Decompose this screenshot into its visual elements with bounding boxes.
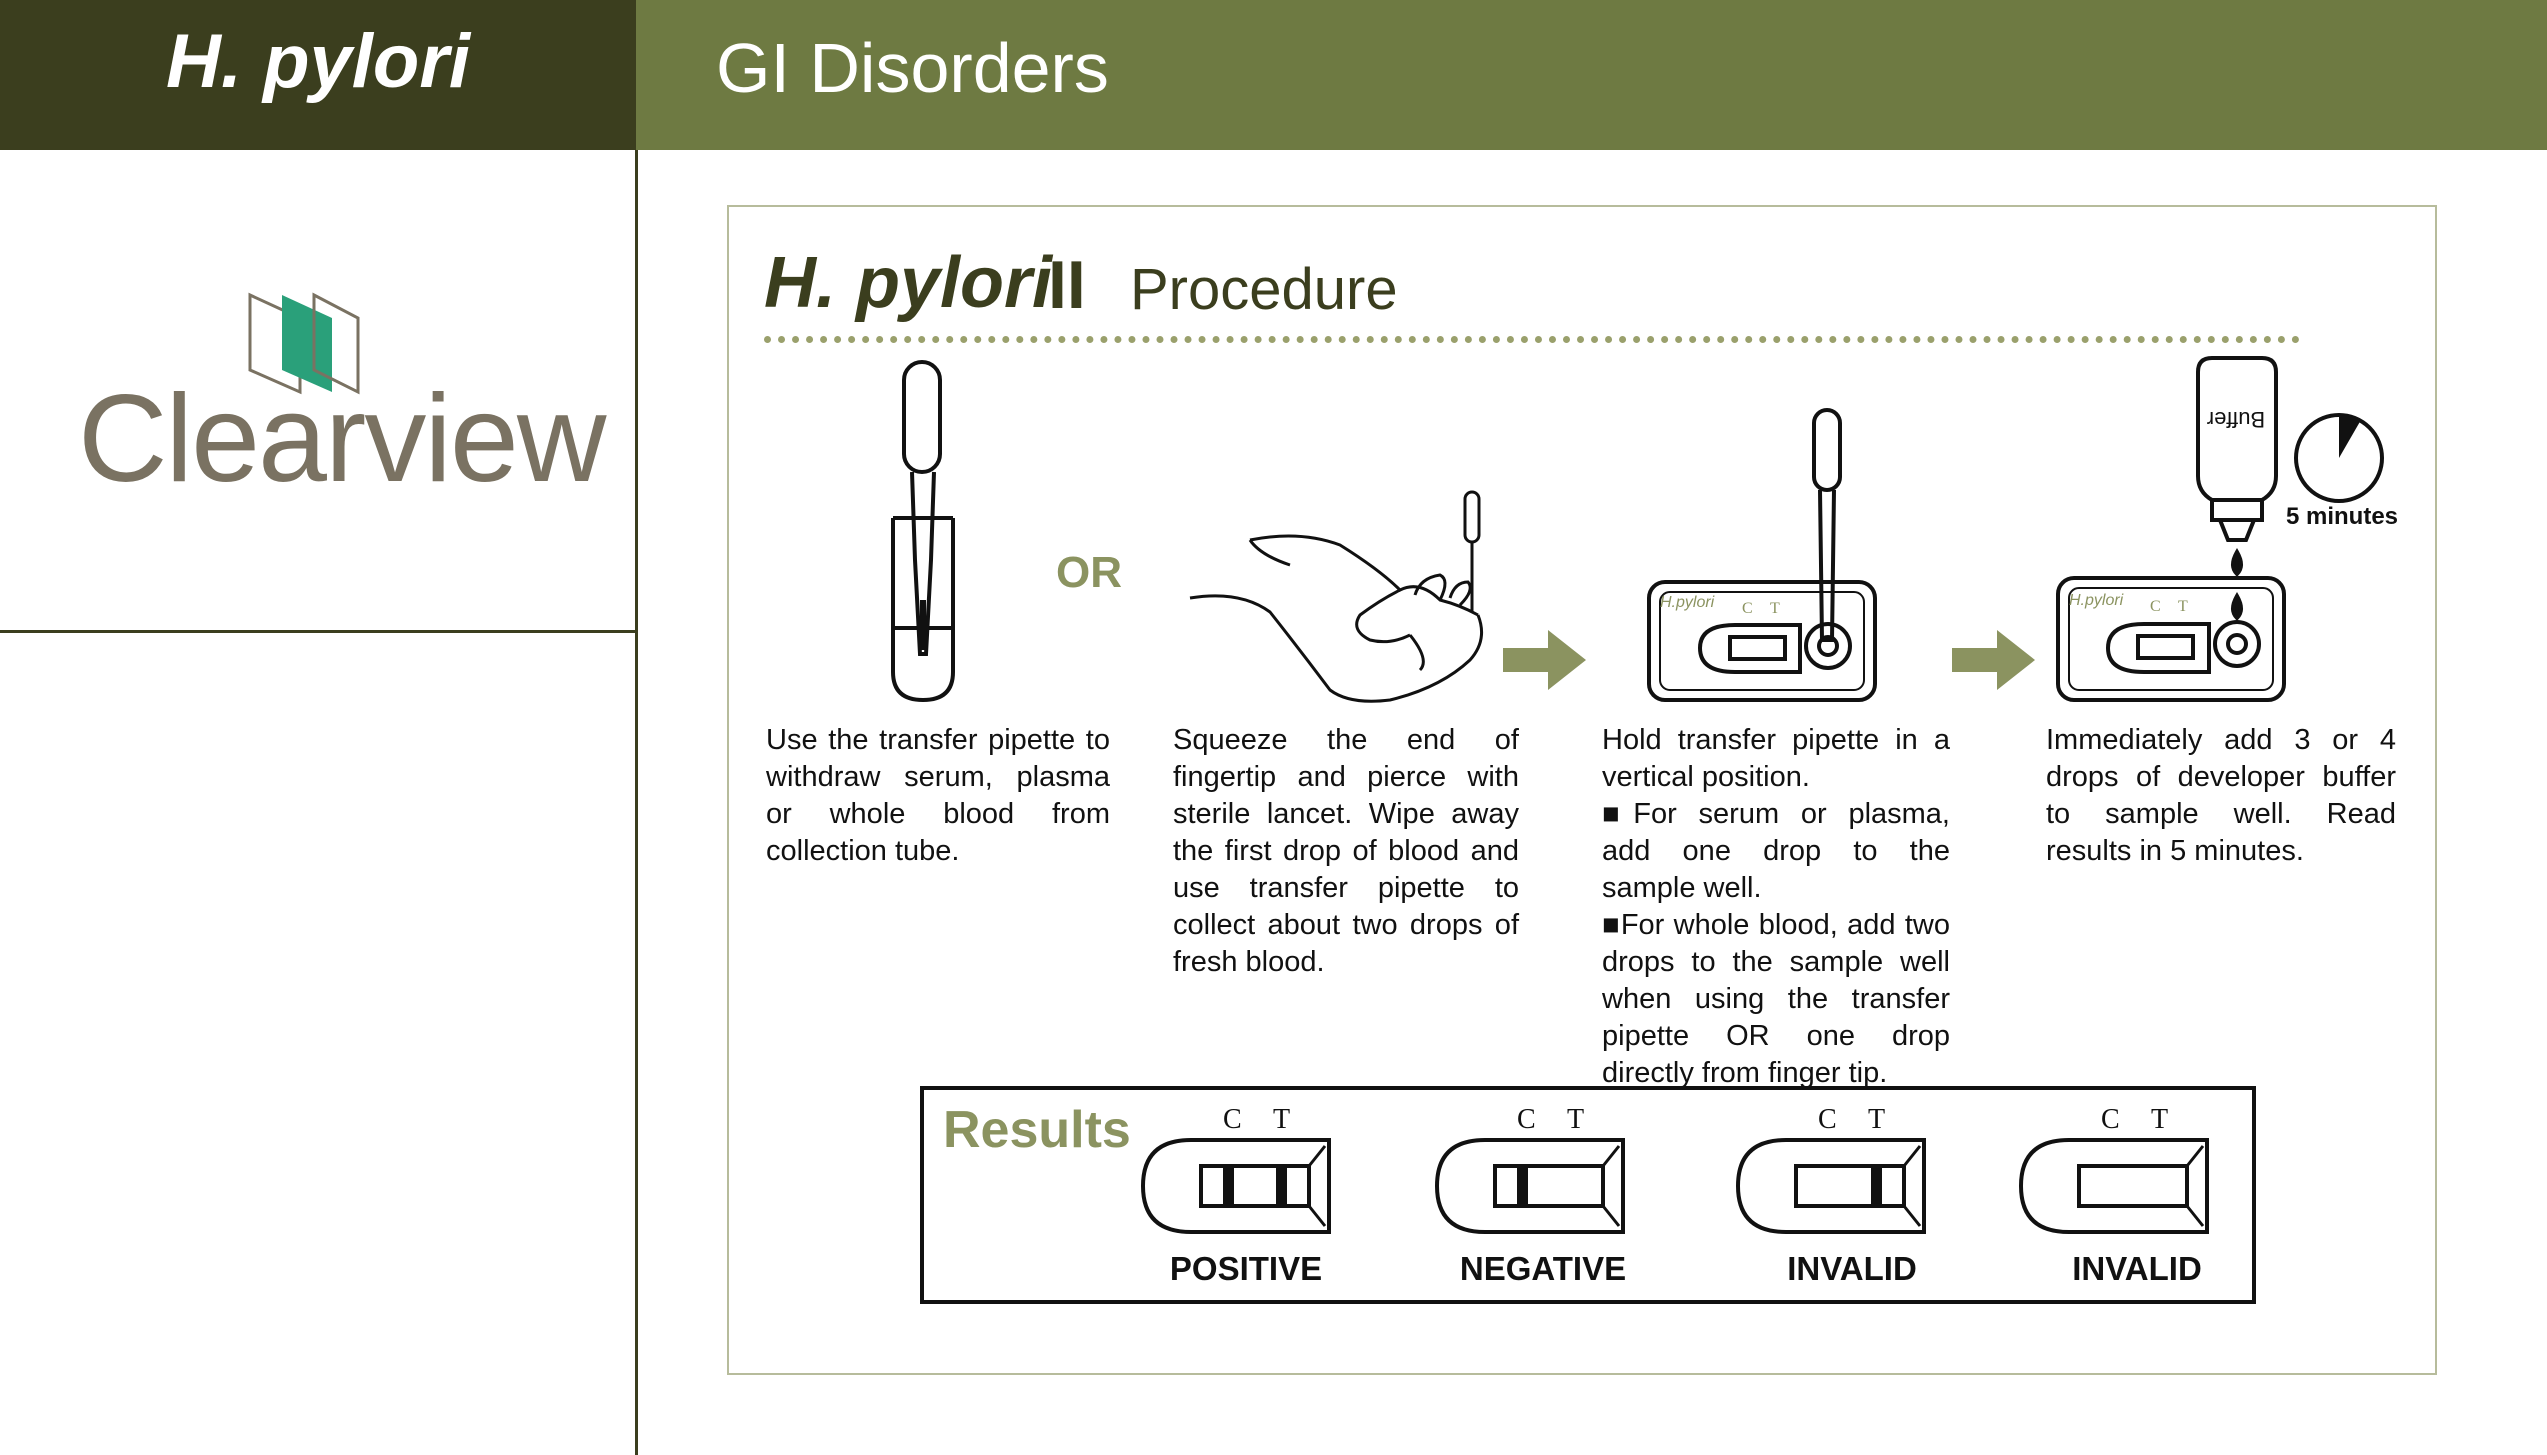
or-label: OR [1056,548,1122,597]
procedure-title-roman: II [1048,247,1086,323]
device-label: H.pylori [1660,594,1715,611]
procedure-title-label: Procedure [1130,257,1398,322]
logo-wordmark: Clearview [78,370,606,508]
dotted-separator [764,336,2300,343]
header-section-title: GI Disorders [716,29,1109,107]
square-bullet-icon: ■ [1602,909,1621,941]
step-3-bullet-serum: ■For serum or plasma, add one drop to th… [1602,798,1950,904]
step-3-intro: Hold transfer pipette in a vertical posi… [1602,724,1950,793]
device-t-label: T [1770,600,1780,617]
header-section-panel [636,0,2547,150]
sidebar-divider [635,150,638,1455]
step-4-text: Immediately add 3 or 4 drops of develope… [2046,724,2396,867]
step-3-bullet-blood: ■For whole blood, add two drops to the s… [1602,909,1950,1089]
step-3-text: Hold transfer pipette in a vertical posi… [1602,722,1950,1092]
header-brand-panel [0,0,636,150]
procedure-title-italic: H. pylori [764,243,1053,323]
device-c-label: C [2150,598,2161,615]
result-positive-label: POSITIVE [1169,1250,1323,1287]
step-2-text: Squeeze the end of fingertip and pierce … [1173,724,1519,978]
header-title: H. pylori [165,19,471,104]
result-invalid-label: INVALID [1787,1250,1917,1287]
results-label: Results [943,1101,1131,1159]
device-label: H.pylori [2069,592,2124,609]
step-1-text: Use the transfer pipette to withdraw ser… [766,724,1110,867]
result-invalid-label: INVALID [2072,1250,2202,1287]
logo-divider [0,630,636,633]
device-t-label: T [2178,598,2188,615]
result-negative-label: NEGATIVE [1459,1250,1627,1287]
device-c-label: C [1742,600,1753,617]
results-panel [920,1086,2256,1304]
procedure-panel [727,205,2437,1375]
bottle-label: Buffer [2206,407,2266,432]
timer-label: 5 minutes [2286,503,2399,530]
square-bullet-icon: ■ [1602,798,1634,830]
